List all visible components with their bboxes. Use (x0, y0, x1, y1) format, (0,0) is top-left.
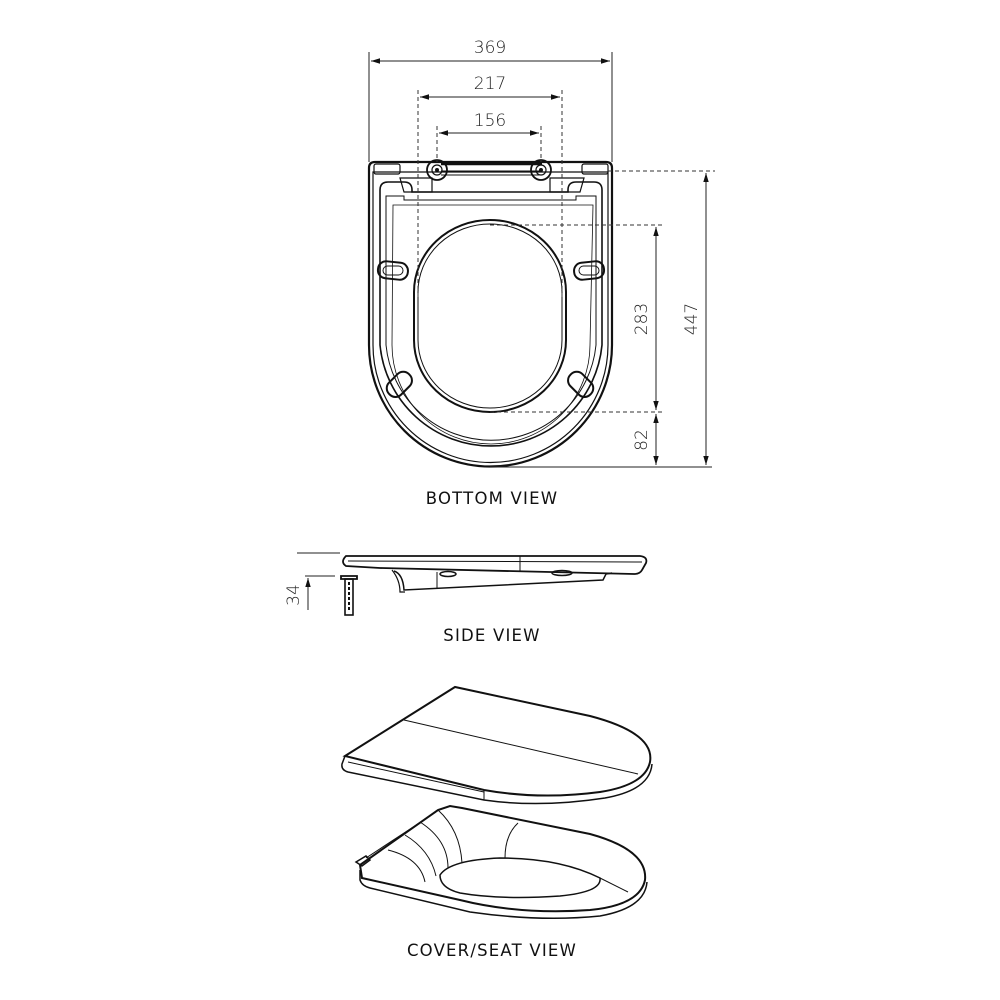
bottom-view: 369 217 156 447 283 82 BOTTOM VIEW (367, 38, 715, 508)
dim-hinge-height: 34 (284, 584, 304, 606)
dim-opening-length: 283 (632, 303, 652, 335)
dim-overall-width: 369 (474, 38, 506, 58)
seat-ring (354, 804, 648, 919)
caption-cover-seat-view: COVER/SEAT VIEW (407, 941, 577, 960)
cover-lid (341, 685, 653, 805)
hinge-fixing (340, 575, 358, 616)
dim-overall-length: 447 (682, 303, 702, 335)
cover-seat-view: COVER/SEAT VIEW (341, 685, 653, 960)
seat-opening (413, 219, 567, 413)
caption-side-view: SIDE VIEW (443, 626, 540, 645)
buffer-pads (376, 260, 606, 398)
hinge-boss-right (530, 159, 552, 181)
caption-bottom-view: BOTTOM VIEW (426, 489, 558, 508)
hinge-boss-left (426, 159, 448, 181)
dim-hinge-outer-spacing: 217 (474, 74, 506, 94)
side-view: 34 SIDE VIEW (284, 552, 648, 645)
dim-front-rim: 82 (632, 429, 652, 451)
dim-hinge-fixing-centres: 156 (474, 111, 506, 131)
